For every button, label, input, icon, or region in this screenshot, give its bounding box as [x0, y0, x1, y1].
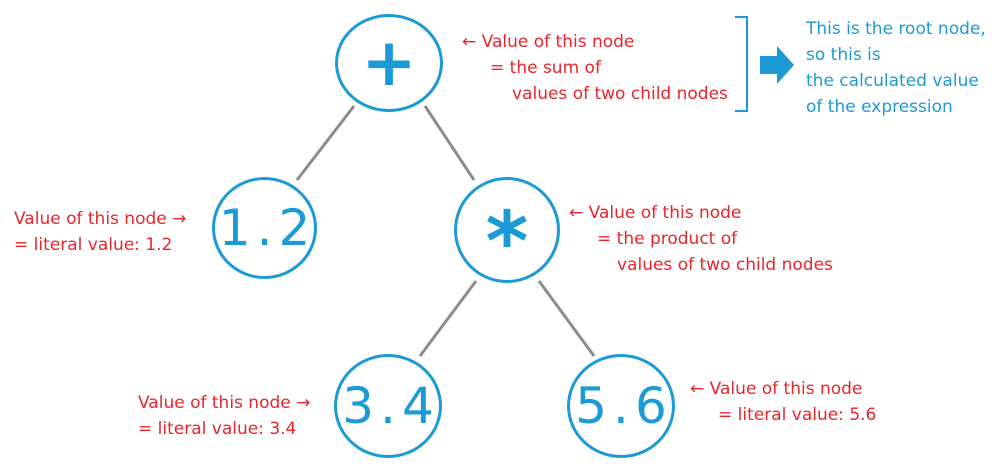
literal-label-5-6: 5.6 — [575, 377, 673, 435]
left-annotation-line2: = literal value: 1.2 — [14, 235, 173, 255]
literal-5-6-annotation: ← Value of this node = literal value: 5.… — [690, 376, 876, 428]
root-annotation-bracket — [735, 16, 748, 112]
edge-root-left — [295, 105, 356, 181]
root-note-line3: the calculated value — [806, 71, 979, 91]
root-node-plus: + — [335, 14, 443, 112]
root-annotation-line3: values of two child nodes — [512, 84, 728, 104]
node-literal-1-2: 1.2 — [212, 177, 317, 279]
literal-3-4-annotation: Value of this node → = literal value: 3.… — [138, 390, 310, 442]
edge-mul-left — [418, 280, 478, 357]
multiply-annotation-line3: values of two child nodes — [617, 255, 833, 275]
literal-5-6-annotation-line2: = literal value: 5.6 — [718, 405, 877, 425]
edge-mul-right — [537, 280, 596, 357]
root-note-line2: so this is — [806, 45, 881, 65]
multiply-annotation-line1: ← Value of this node — [569, 203, 742, 223]
literal-5-6-annotation-line1: ← Value of this node — [690, 379, 863, 399]
root-note-line4: of the expression — [806, 97, 953, 117]
node-multiply: * — [454, 177, 560, 290]
root-node-note: This is the root node, so this is the ca… — [806, 16, 986, 120]
literal-3-4-annotation-line1: Value of this node → — [138, 393, 311, 413]
root-annotation-line2: = the sum of — [490, 58, 601, 78]
root-annotation-line1: ← Value of this node — [462, 32, 635, 52]
node-literal-3-4: 3.4 — [334, 354, 442, 458]
edge-root-mul — [423, 105, 476, 181]
multiply-operator-label: * — [485, 195, 529, 290]
literal-label-3-4: 3.4 — [342, 377, 440, 435]
left-annotation: Value of this node → = literal value: 1.… — [14, 206, 186, 258]
left-annotation-line1: Value of this node → — [14, 209, 187, 229]
root-annotation: ← Value of this node = the sum of values… — [462, 29, 728, 107]
right-arrow-icon — [760, 46, 794, 84]
literal-3-4-annotation-line2: = literal value: 3.4 — [138, 419, 297, 439]
plus-operator-label: + — [361, 24, 417, 101]
node-literal-5-6: 5.6 — [567, 354, 675, 458]
literal-label-1-2: 1.2 — [218, 199, 317, 257]
root-note-line1: This is the root node, — [806, 19, 986, 39]
multiply-annotation-line2: = the product of — [597, 229, 738, 249]
multiply-annotation: ← Value of this node = the product of va… — [569, 200, 833, 278]
